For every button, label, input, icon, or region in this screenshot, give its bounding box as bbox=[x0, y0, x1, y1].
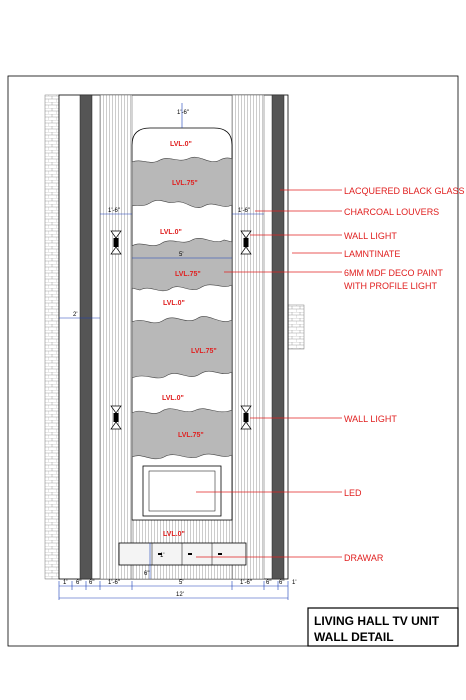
drawer-handle bbox=[188, 553, 192, 555]
level-label: LVL.75" bbox=[172, 180, 198, 187]
dimension-lines bbox=[58, 103, 289, 600]
left-black-glass-strip bbox=[79, 94, 93, 580]
drawer-handle bbox=[218, 553, 222, 555]
wave-band-2 bbox=[131, 238, 233, 292]
level-label: LVL.0" bbox=[163, 531, 185, 538]
callout-charcoal-louvers: CHARCOAL LOUVERS bbox=[344, 207, 439, 217]
dimension-text: 2' bbox=[73, 312, 77, 318]
drawer-unit bbox=[118, 542, 247, 566]
callout-wall-light: WALL LIGHT bbox=[344, 414, 397, 424]
dimension-text: 1' bbox=[292, 580, 296, 586]
level-label: LVL.75" bbox=[178, 432, 204, 439]
dimension-text: 6" bbox=[279, 580, 284, 586]
dimension-text: 1' bbox=[63, 580, 67, 586]
callout-lacquered-glass: LACQUERED BLACK GLASS bbox=[344, 186, 465, 196]
dimension-text: 1'-6" bbox=[177, 110, 189, 116]
level-label: LVL.0" bbox=[162, 395, 184, 402]
callout-mdf-deco-line2: WITH PROFILE LIGHT bbox=[344, 281, 438, 291]
dimension-text: 6" bbox=[144, 571, 149, 577]
right-black-glass-strip bbox=[271, 94, 285, 580]
wall-light-icon bbox=[240, 405, 252, 430]
leader-lines bbox=[196, 189, 342, 558]
title-block bbox=[307, 607, 459, 647]
wave-band-1 bbox=[131, 156, 233, 208]
dimension-text: 5' bbox=[179, 580, 183, 586]
wave-band-3 bbox=[131, 316, 233, 379]
led-tv bbox=[142, 465, 222, 517]
wall-light-icon bbox=[110, 230, 122, 255]
level-label: LVL.0" bbox=[170, 141, 192, 148]
wave-band-4 bbox=[131, 408, 233, 460]
callout-mdf-deco: 6MM MDF DECO PAINT bbox=[344, 268, 443, 278]
title-line-1: LIVING HALL TV UNIT bbox=[314, 614, 440, 628]
dimension-text: 1' bbox=[160, 553, 164, 559]
sheet-border bbox=[7, 75, 459, 647]
level-label: LVL.75" bbox=[175, 271, 201, 278]
dimension-text: 1'-6" bbox=[108, 208, 120, 214]
dimension-text: 5' bbox=[179, 252, 183, 258]
led-tv-screen bbox=[148, 470, 216, 512]
title-line-2: WALL DETAIL bbox=[314, 630, 394, 644]
wall-light-icon bbox=[240, 230, 252, 255]
dimension-text: 12' bbox=[176, 592, 184, 598]
dimension-text: 1'-6" bbox=[108, 580, 120, 586]
level-label: LVL.0" bbox=[163, 300, 185, 307]
left-brick-wall bbox=[44, 94, 60, 580]
right-brick-niche bbox=[287, 304, 305, 350]
dimension-text: 6" bbox=[89, 580, 94, 586]
wall-light-icon bbox=[110, 405, 122, 430]
dimension-text: 1'-6" bbox=[240, 580, 252, 586]
left-louver-panel bbox=[99, 94, 133, 580]
right-louver-panel bbox=[231, 94, 265, 580]
callout-led: LED bbox=[344, 488, 362, 498]
callout-wall-light: WALL LIGHT bbox=[344, 231, 397, 241]
dimension-text: 6" bbox=[76, 580, 81, 586]
callout-laminate: LAMNTINATE bbox=[344, 249, 400, 259]
level-label: LVL.0" bbox=[160, 229, 182, 236]
drawer-handle bbox=[158, 553, 162, 555]
dimension-text: 1'-6" bbox=[238, 208, 250, 214]
callout-drawer: DRAWAR bbox=[344, 553, 384, 563]
level-label: LVL.75" bbox=[191, 348, 217, 355]
dimension-text: 6" bbox=[266, 580, 271, 586]
